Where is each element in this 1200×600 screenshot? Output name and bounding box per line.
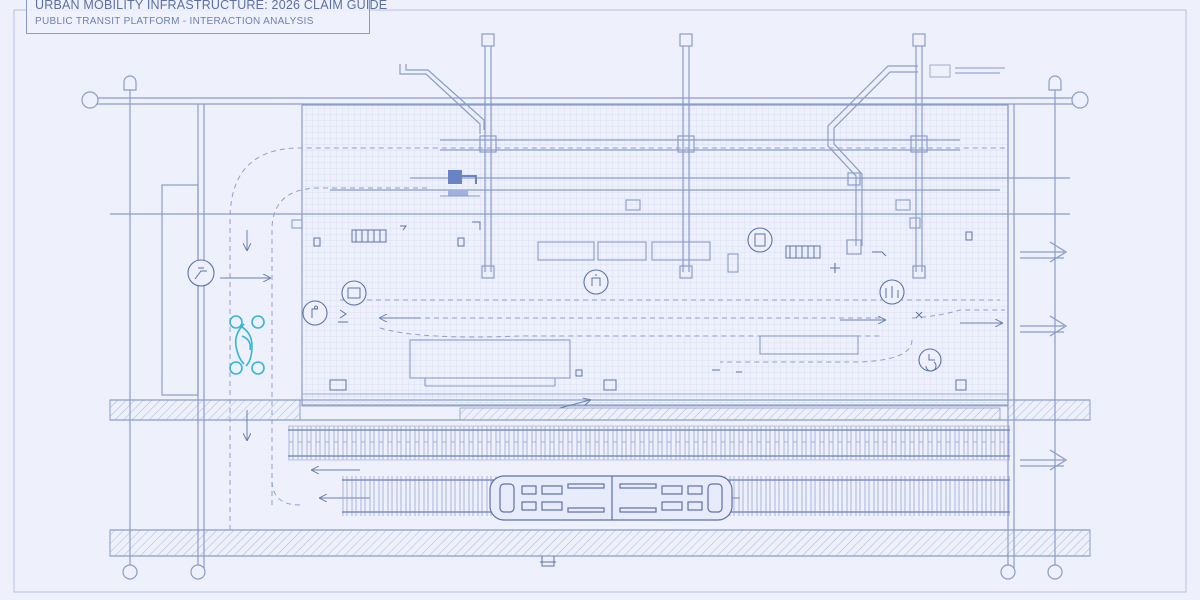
bench-icon: [351, 229, 821, 259]
circulation-path: [229, 147, 1005, 530]
accessibility-icon: [302, 300, 328, 326]
lower-platform-edge: [109, 529, 1091, 557]
title-block: URBAN MOBILITY INFRASTRUCTURE: 2026 CLAI…: [26, 0, 388, 34]
ticket-machine-icon: [747, 227, 773, 253]
escalator-icon: [440, 170, 480, 197]
overhead-gantries: [399, 33, 928, 279]
ticket-machine-icon: [313, 231, 973, 391]
platform-furniture: [291, 199, 921, 387]
drawing-subtitle: PUBLIC TRANSIT PLATFORM - INTERACTION AN…: [35, 16, 314, 27]
bicycle-icon: [229, 315, 265, 375]
information-icon: [583, 269, 609, 295]
exit-arrow-icon: [1020, 241, 1068, 471]
elevator-icon: [341, 280, 367, 306]
escalator-icon: [187, 259, 215, 287]
drawing-title: URBAN MOBILITY INFRASTRUCTURE: 2026 CLAI…: [35, 0, 388, 12]
column-caps: [81, 75, 1089, 580]
platform-grid-area: [301, 104, 1009, 406]
tram-icon: [489, 475, 733, 521]
rail-track-upper: [288, 425, 1010, 461]
legend-marks: [929, 64, 1005, 78]
